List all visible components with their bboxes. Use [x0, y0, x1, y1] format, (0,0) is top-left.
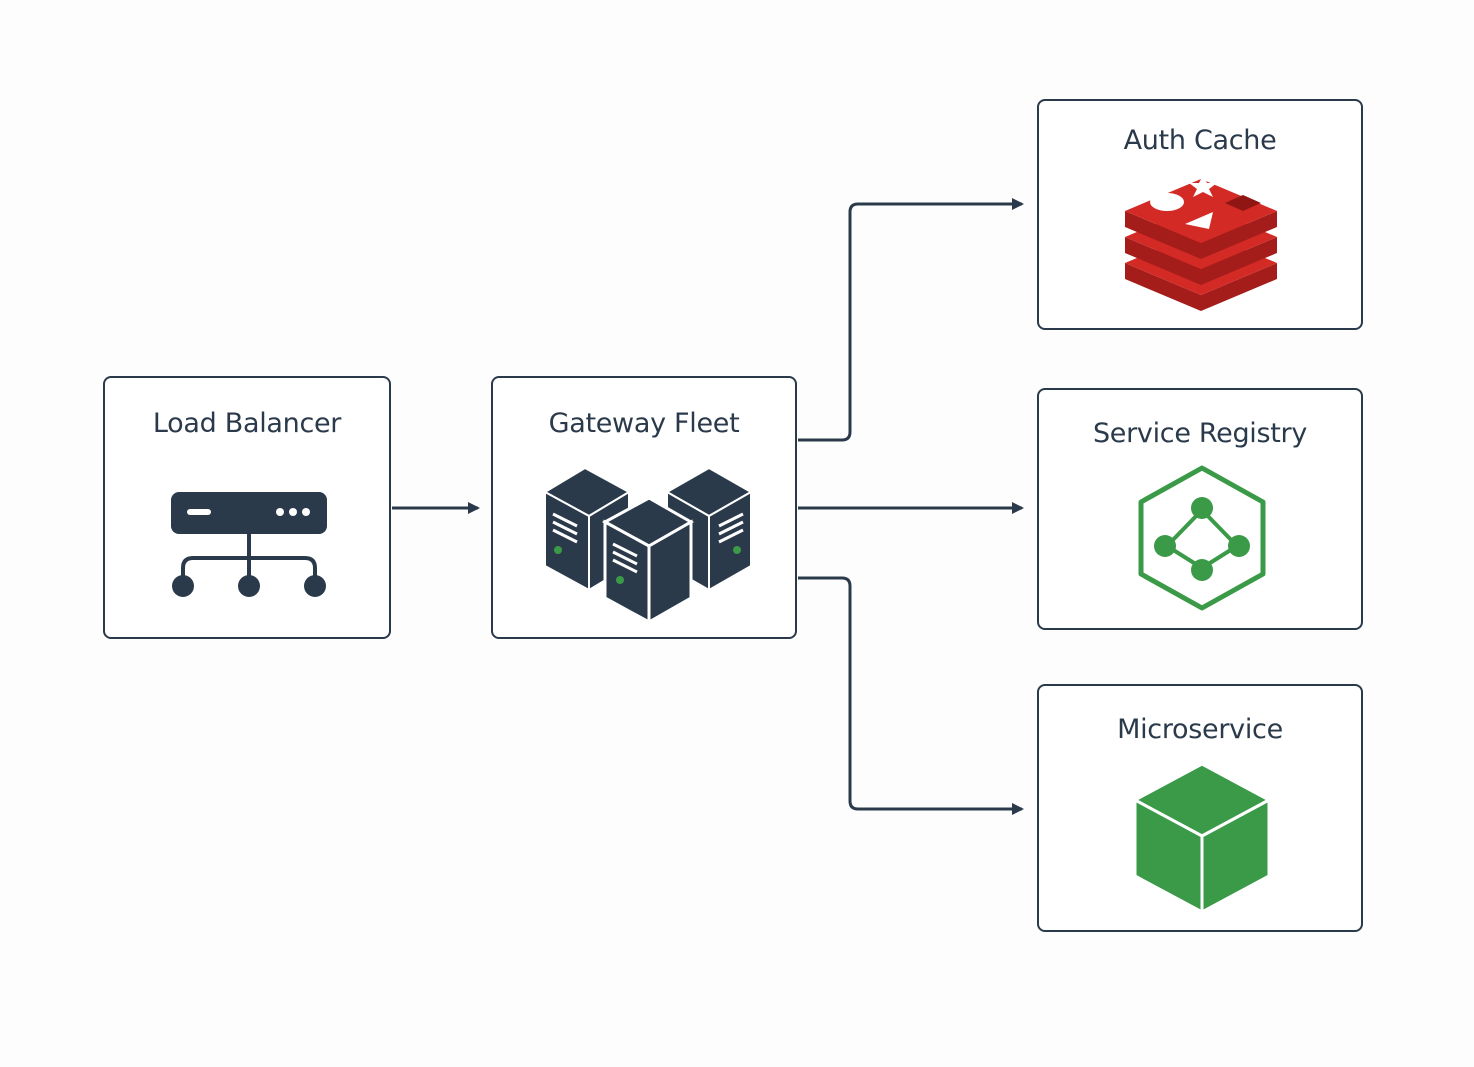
node-microservice[interactable]: Microservice: [1037, 684, 1363, 932]
node-label: Gateway Fleet: [548, 408, 740, 439]
node-label: Auth Cache: [1123, 125, 1277, 156]
redis-icon: [1125, 175, 1277, 311]
server-tower-icon: [601, 496, 695, 625]
node-label: Microservice: [1117, 714, 1283, 745]
service-graph-icon: [1138, 465, 1266, 611]
node-service-registry[interactable]: Service Registry: [1037, 388, 1363, 630]
node-load-balancer[interactable]: Load Balancer: [103, 376, 391, 639]
edge-gateway-authcache: [798, 198, 1024, 442]
server-cluster-icon: [542, 466, 754, 625]
node-label: Service Registry: [1092, 418, 1308, 449]
node-auth-cache[interactable]: Auth Cache: [1037, 99, 1363, 330]
node-label: Load Balancer: [152, 408, 342, 439]
cube-icon: [1133, 762, 1271, 914]
load-balancer-icon: [171, 492, 327, 597]
edge-gateway-microservice: [798, 576, 1024, 815]
node-gateway-fleet[interactable]: Gateway Fleet: [491, 376, 797, 639]
